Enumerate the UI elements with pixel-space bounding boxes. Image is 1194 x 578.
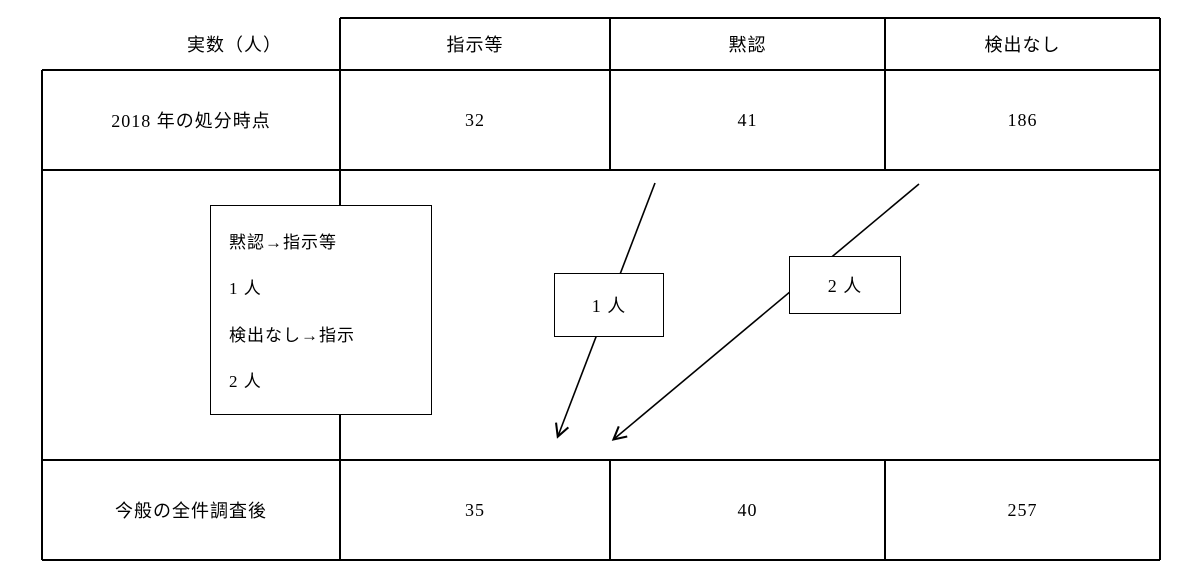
row-2018-value-mokunin: 41	[737, 109, 758, 130]
note-line-3: 検出なし→指示	[229, 325, 355, 345]
row-2018-value-kenshutsunashi: 186	[1007, 109, 1038, 130]
row-2018-value-shijito: 32	[465, 109, 485, 130]
row-survey-value-kenshutsunashi: 257	[1007, 499, 1038, 520]
row-2018-label: 2018 年の処分時点	[111, 111, 271, 131]
row-survey-value-shijito: 35	[465, 499, 485, 520]
column-header-mokunin: 黙認	[728, 35, 767, 55]
note-line-1: 黙認→指示等	[229, 232, 337, 252]
column-header-kenshutsunashi: 検出なし	[984, 35, 1061, 55]
note-box: 黙認→指示等 1 人 検出なし→指示 2 人	[210, 205, 432, 415]
arrow-label-2: 2 人	[789, 256, 901, 314]
note-line-4: 2 人	[229, 372, 262, 392]
column-header-shijito: 指示等	[446, 35, 504, 55]
table-grid	[41, 17, 1161, 561]
row-survey-label: 今般の全件調査後	[115, 501, 267, 521]
arrow-label-1: 1 人	[554, 273, 664, 337]
row-survey-value-mokunin: 40	[737, 499, 758, 520]
note-line-2: 1 人	[229, 279, 262, 299]
corner-label: 実数（人）	[187, 35, 282, 55]
arrow-kenshutsunashi-to-shiji	[611, 183, 920, 441]
